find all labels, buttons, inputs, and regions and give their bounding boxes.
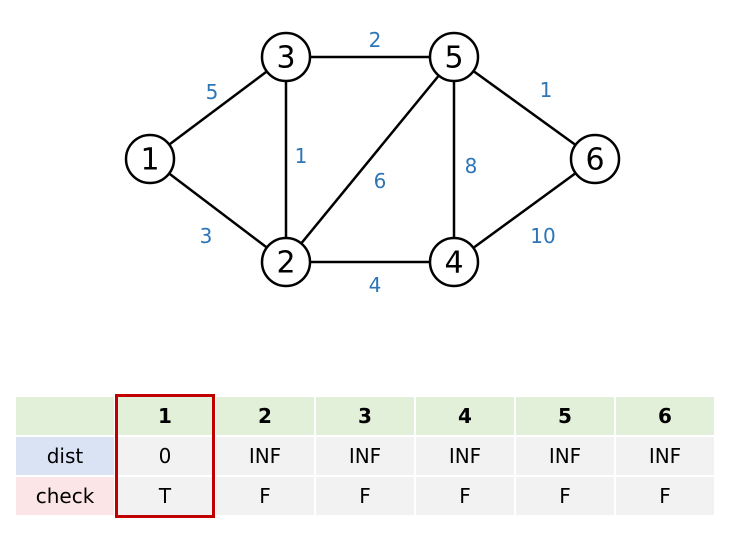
column-header-node-2: 2 <box>216 397 314 435</box>
graph-node-5: 5 <box>428 31 480 83</box>
edge-weight-1-2: 3 <box>200 224 213 248</box>
dist-cell-node-3: INF <box>316 437 414 475</box>
nodes-layer: 1 2 3 4 5 6 <box>124 31 621 288</box>
check-cell-node-2: F <box>216 477 314 515</box>
edge-weight-5-6: 1 <box>540 78 553 102</box>
edge-weight-2-4: 4 <box>369 273 382 297</box>
table-header-row: 1 2 3 4 5 6 <box>16 397 714 435</box>
dist-cell-node-1: 0 <box>116 437 214 475</box>
check-cell-node-3: F <box>316 477 414 515</box>
node-label-6: 6 <box>585 143 604 178</box>
graph-node-3: 3 <box>260 31 312 83</box>
node-label-1: 1 <box>140 143 159 178</box>
check-cell-node-4: F <box>416 477 514 515</box>
edge-weight-3-5: 2 <box>369 28 382 52</box>
edge-5-6 <box>453 55 596 161</box>
check-cell-node-5: F <box>516 477 614 515</box>
graph-node-1: 1 <box>124 133 176 185</box>
check-cell-node-1: T <box>116 477 214 515</box>
column-header-node-1: 1 <box>116 397 214 435</box>
node-label-5: 5 <box>444 41 463 76</box>
column-header-node-5: 5 <box>516 397 614 435</box>
edge-1-3 <box>149 56 287 160</box>
dist-row: dist 0 INF INF INF INF INF <box>16 437 714 475</box>
column-header-node-3: 3 <box>316 397 414 435</box>
node-circle-3 <box>260 31 312 83</box>
graph-node-4: 4 <box>428 236 480 288</box>
column-header-node-6: 6 <box>616 397 714 435</box>
edge-weight-2-5: 6 <box>374 169 387 193</box>
node-circle-4 <box>428 236 480 288</box>
column-header-node-4: 4 <box>416 397 514 435</box>
edge-weight-4-6: 10 <box>530 224 555 248</box>
dist-row-label: dist <box>16 437 114 475</box>
edge-2-5 <box>285 56 455 263</box>
node-circle-1 <box>124 133 176 185</box>
weights-layer: 5 3 2 1 6 4 8 1 10 <box>200 28 556 297</box>
graph-node-2: 2 <box>260 236 312 288</box>
edge-weight-1-3: 5 <box>206 80 219 104</box>
edge-4-6 <box>453 157 596 264</box>
node-circle-6 <box>569 133 621 185</box>
node-label-4: 4 <box>444 246 463 281</box>
node-circle-2 <box>260 236 312 288</box>
node-label-3: 3 <box>276 41 295 76</box>
edge-1-2 <box>149 158 287 263</box>
dist-cell-node-2: INF <box>216 437 314 475</box>
check-row-label: check <box>16 477 114 515</box>
check-cell-node-6: F <box>616 477 714 515</box>
dist-cell-node-5: INF <box>516 437 614 475</box>
node-circle-5 <box>428 31 480 83</box>
edge-weight-5-4: 8 <box>465 154 478 178</box>
dist-cell-node-6: INF <box>616 437 714 475</box>
edge-weight-3-2: 1 <box>295 144 308 168</box>
edges-layer <box>149 55 596 264</box>
table-corner-cell <box>16 397 114 435</box>
graph-node-6: 6 <box>569 133 621 185</box>
check-row: check T F F F F F <box>16 477 714 515</box>
distance-table: 1 2 3 4 5 6 dist 0 INF INF INF INF INF c… <box>14 395 716 517</box>
dist-cell-node-4: INF <box>416 437 514 475</box>
node-label-2: 2 <box>276 246 295 281</box>
graph-diagram: 5 3 2 1 6 4 8 1 10 1 2 3 4 5 6 <box>124 28 621 297</box>
